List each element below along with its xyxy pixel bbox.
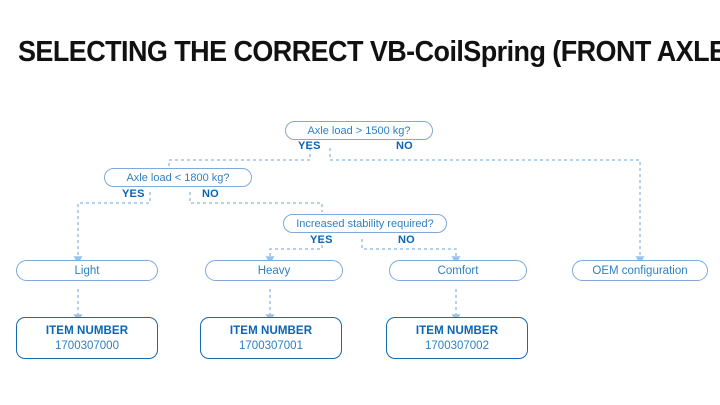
item-number-title: ITEM NUMBER <box>415 324 499 337</box>
edge-d1-yes <box>168 148 311 166</box>
result-node-label: Heavy <box>257 264 291 277</box>
item-number-box-heavy[interactable]: ITEM NUMBER 1700307001 <box>200 317 342 359</box>
item-number-value: 1700307002 <box>425 339 489 352</box>
item-number-title: ITEM NUMBER <box>229 324 313 337</box>
result-node-light[interactable]: Light <box>16 260 158 281</box>
branch-label-d1-no: NO <box>396 140 413 152</box>
decision-node-axle-load-1500[interactable]: Axle load > 1500 kg? <box>285 121 433 140</box>
item-number-title: ITEM NUMBER <box>45 324 129 337</box>
decision-node-increased-stability[interactable]: Increased stability required? <box>283 214 447 233</box>
edge-d1-no <box>329 148 645 264</box>
result-node-heavy[interactable]: Heavy <box>205 260 343 281</box>
branch-label-d2-no: NO <box>202 188 219 200</box>
edge-d2-yes <box>73 192 151 264</box>
item-number-box-light[interactable]: ITEM NUMBER 1700307000 <box>16 317 158 359</box>
decision-node-axle-load-1800[interactable]: Axle load < 1800 kg? <box>104 168 252 187</box>
branch-label-d3-no: NO <box>398 234 415 246</box>
page-title: SELECTING THE CORRECT VB-CoilSpring (FRO… <box>18 36 720 68</box>
item-number-value: 1700307001 <box>239 339 303 352</box>
item-number-value: 1700307000 <box>55 339 119 352</box>
result-node-comfort[interactable]: Comfort <box>389 260 527 281</box>
branch-label-d2-yes: YES <box>122 188 145 200</box>
decision-node-label: Axle load < 1800 kg? <box>126 171 230 184</box>
result-node-label: Light <box>74 264 100 277</box>
result-node-label: OEM configuration <box>592 264 688 277</box>
decision-node-label: Increased stability required? <box>296 217 434 230</box>
result-node-oem-configuration[interactable]: OEM configuration <box>572 260 708 281</box>
branch-label-d3-yes: YES <box>310 234 333 246</box>
branch-label-d1-yes: YES <box>298 140 321 152</box>
decision-node-label: Axle load > 1500 kg? <box>307 124 411 137</box>
result-node-label: Comfort <box>437 264 479 277</box>
item-number-box-comfort[interactable]: ITEM NUMBER 1700307002 <box>386 317 528 359</box>
